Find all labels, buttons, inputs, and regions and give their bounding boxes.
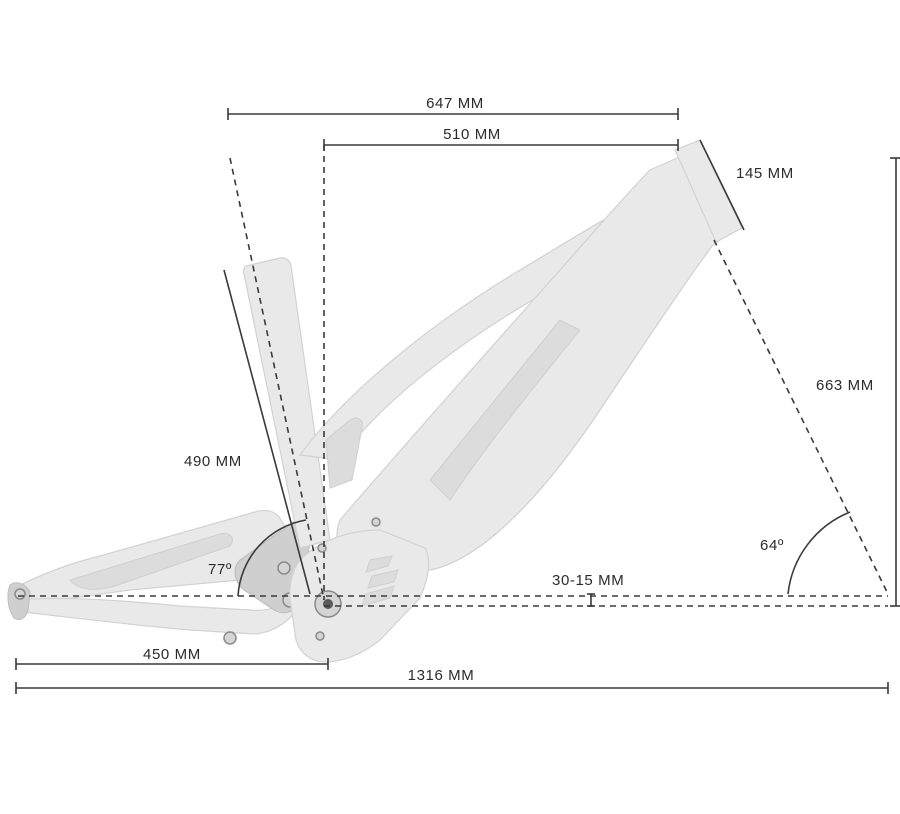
head-angle-arc bbox=[787, 511, 851, 595]
head-tube bbox=[674, 139, 743, 243]
head-angle-line bbox=[713, 239, 889, 595]
chain-stay bbox=[12, 595, 301, 635]
dimension-labels: 647 MM 510 MM 145 MM 663 MM 490 MM 77º 6… bbox=[143, 95, 874, 684]
head-angle-label: 64º bbox=[760, 537, 784, 554]
head-tube-line bbox=[699, 139, 745, 231]
stack-label: 663 MM bbox=[816, 377, 874, 394]
motor-vent-1 bbox=[365, 555, 393, 573]
rear-axle-bolt bbox=[14, 588, 26, 600]
rear-dropout bbox=[7, 582, 31, 621]
rear-link-bolt bbox=[223, 631, 237, 645]
head-tube-label: 145 MM bbox=[736, 165, 794, 182]
motor-vent-3 bbox=[361, 585, 395, 607]
bike-frame bbox=[7, 139, 743, 663]
shock-mount bbox=[325, 417, 363, 489]
dimension-lines bbox=[15, 108, 900, 694]
reach-top-label: 647 MM bbox=[426, 95, 484, 112]
reach-inner-label: 510 MM bbox=[443, 126, 501, 143]
seat-tube-label: 490 MM bbox=[184, 453, 242, 470]
link-pivot-bolt bbox=[277, 561, 291, 575]
chainstay-label: 450 MM bbox=[143, 646, 201, 663]
motor-vent-2 bbox=[367, 569, 399, 589]
seat-tube-line bbox=[223, 269, 311, 595]
bottom-bracket-core bbox=[323, 599, 333, 609]
frame-bolt bbox=[371, 517, 381, 527]
seat-tube-axis bbox=[229, 157, 325, 601]
seat-stay-cutout bbox=[69, 533, 233, 590]
motor-bolt bbox=[315, 631, 325, 641]
down-tube-shadow bbox=[429, 319, 581, 501]
wheelbase-label: 1316 MM bbox=[408, 667, 475, 684]
seat-angle-arc bbox=[237, 519, 307, 597]
seat-angle-label: 77º bbox=[208, 561, 232, 578]
bb-drop-label: 30-15 MM bbox=[552, 572, 624, 589]
